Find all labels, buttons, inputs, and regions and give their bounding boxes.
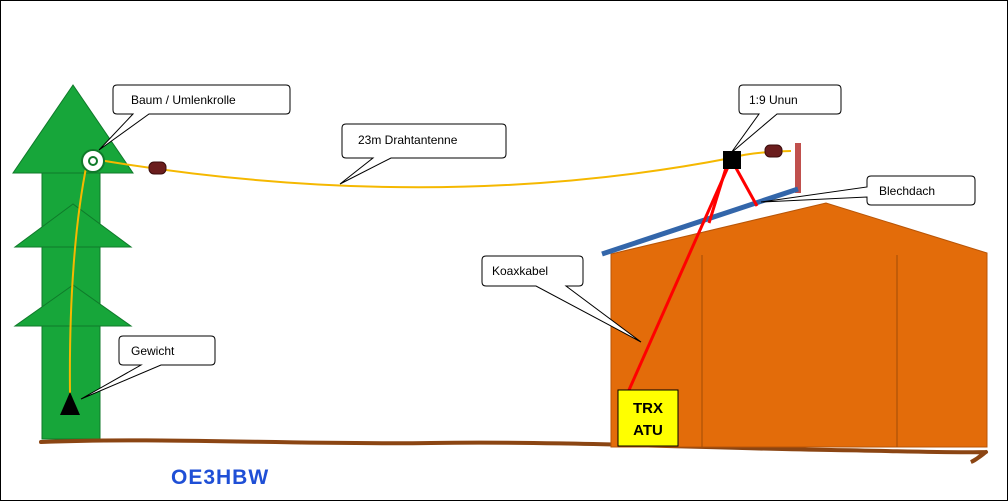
weight-rope <box>68 162 88 394</box>
metal-roof <box>601 186 799 257</box>
callout-metal-roof-text: Blechdach <box>879 184 935 198</box>
callout-metal-roof: Blechdach <box>760 175 976 206</box>
ground-line <box>39 438 988 464</box>
house <box>601 143 988 448</box>
weight-icon <box>60 392 80 415</box>
trx-atu-box: TRX ATU <box>617 389 679 447</box>
atu-label: ATU <box>633 422 663 439</box>
callout-wire-antenna-text: 23m Drahtantenne <box>358 133 458 147</box>
tree-top-triangle <box>12 84 134 174</box>
tree-bottom-triangle <box>13 284 133 327</box>
callout-unun: 1:9 Unun <box>730 84 842 154</box>
house-body <box>610 202 988 448</box>
insulator-right-icon <box>764 144 783 158</box>
callsign: OE3HBW <box>171 466 269 489</box>
unun-icon <box>723 151 741 169</box>
chimney <box>795 143 801 193</box>
coax-cable <box>627 166 759 391</box>
callout-coax-text: Koaxkabel <box>492 264 548 278</box>
callout-unun-text: 1:9 Unun <box>749 93 798 107</box>
callout-tree-pulley-text: Baum / Umlenkrolle <box>131 93 236 107</box>
callout-weight-text: Gewicht <box>131 344 175 358</box>
callout-tree-pulley: Baum / Umlenkrolle <box>98 84 291 151</box>
tree-middle-triangle <box>13 203 133 248</box>
callout-coax: Koaxkabel <box>481 255 642 343</box>
pulley-icon <box>81 149 105 173</box>
callout-wire-antenna: 23m Drahtantenne <box>339 123 507 185</box>
wire-antenna <box>92 157 732 189</box>
callout-weight: Gewicht <box>80 335 216 400</box>
trx-label: TRX <box>633 400 663 417</box>
insulator-left-icon <box>148 161 167 175</box>
